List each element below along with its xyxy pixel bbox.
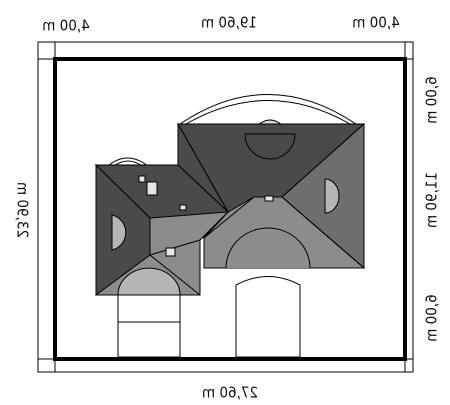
dimension-right-top: 6,00 m (423, 76, 441, 123)
dimension-right-bottom: 6,00 m (423, 294, 441, 341)
left-small-terrace-arc (107, 157, 149, 167)
dimension-top-middle-text: 19,60 m (201, 14, 257, 32)
dimension-top-left: 4,00 m (42, 17, 89, 35)
roof-round-window-right (324, 178, 340, 214)
roof-arch-bottom (225, 227, 311, 269)
plot-outer-boundary (37, 41, 414, 373)
roof-skylights (138, 175, 274, 257)
dimension-left: 23,90 m (14, 182, 32, 238)
entrance-extension (117, 289, 181, 358)
dimension-bottom: 27,60 m (202, 384, 258, 402)
dimension-top-right: 4,00 m (352, 14, 399, 32)
left-roof-arch-bottom (117, 267, 181, 296)
dimension-right-bottom-text: 6,00 m (423, 294, 441, 341)
dimension-left-text: 23,90 m (14, 182, 32, 238)
dimension-right-middle-text: 11,90 m (423, 172, 441, 228)
left-wing-roof (94, 163, 230, 296)
roof-round-window-top (244, 133, 296, 160)
dimension-bottom-text: 27,60 m (202, 384, 258, 402)
dimension-right-top-text: 6,00 m (423, 76, 441, 123)
dimension-top-left-text: 4,00 m (42, 17, 89, 35)
top-terrace-inner-arc (185, 100, 351, 125)
top-terrace-arc (179, 94, 357, 125)
dimension-right-middle: 11,90 m (423, 172, 441, 228)
boundary-ticks (38, 42, 413, 372)
left-roof-round-window (111, 214, 127, 251)
garden-extension (235, 276, 301, 358)
plot-building-boundary (53, 57, 407, 361)
dimension-top-middle: 19,60 m (201, 14, 257, 32)
dimension-top-right-text: 4,00 m (352, 14, 399, 32)
